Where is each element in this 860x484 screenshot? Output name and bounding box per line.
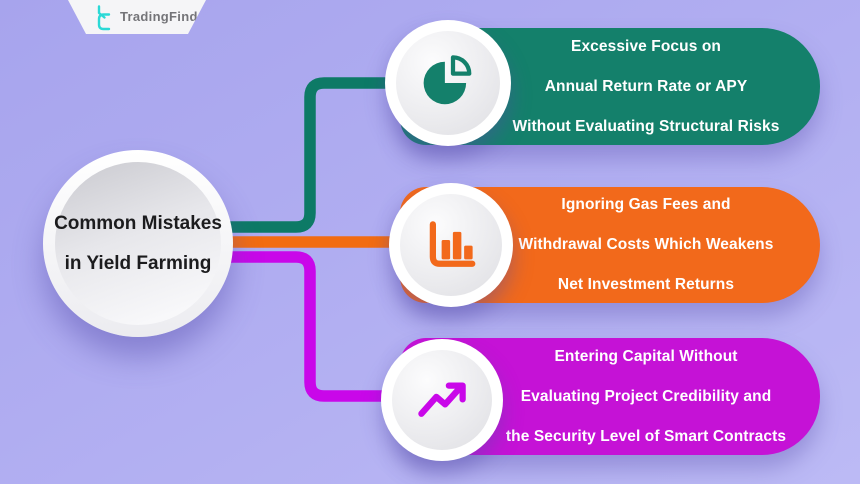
card-line: the Security Level of Smart Contracts: [505, 427, 787, 445]
pie-chart-icon: [423, 55, 472, 105]
hub-title-line2: in Yield Farming: [64, 252, 212, 274]
card-line: Evaluating Project Credibility and: [520, 387, 772, 405]
branch-card-apy-text: Excessive Focus on Annual Return Rate or…: [500, 28, 792, 145]
trend-up-arrow-icon: [418, 382, 466, 417]
badge-trend-up: [381, 339, 503, 461]
card-line: Annual Return Rate or APY: [544, 77, 748, 95]
brand-name: TradingFinder: [120, 9, 211, 24]
connector-branch-3: [212, 251, 390, 402]
card-line: Without Evaluating Structural Risks: [512, 117, 780, 135]
tradingfinder-logo-icon: [97, 5, 111, 31]
card-line: Ignoring Gas Fees and: [561, 196, 731, 213]
card-line: Net Investment Returns: [557, 276, 735, 293]
badge-inner-disc: [400, 194, 502, 296]
card-line: Entering Capital Without: [554, 347, 738, 365]
card-line: Withdrawal Costs Which Weakens: [518, 236, 774, 253]
connector-branch-1: [212, 77, 392, 233]
hub-title: Common Mistakes in Yield Farming: [43, 150, 233, 337]
badge-pie-chart: [385, 20, 511, 146]
card-line: Excessive Focus on: [571, 37, 721, 55]
bar-chart-icon: [429, 221, 476, 267]
branch-card-security-text: Entering Capital Without Evaluating Proj…: [500, 338, 792, 455]
hub-circle: Common Mistakes in Yield Farming: [43, 150, 233, 337]
hub-circle-inner: [55, 162, 221, 325]
branch-card-fees-text: Ignoring Gas Fees and Withdrawal Costs W…: [500, 187, 792, 303]
hub-title-line1: Common Mistakes: [54, 212, 222, 234]
brand-banner: TradingFinder: [68, 0, 211, 34]
badge-bar-chart: [389, 183, 513, 307]
